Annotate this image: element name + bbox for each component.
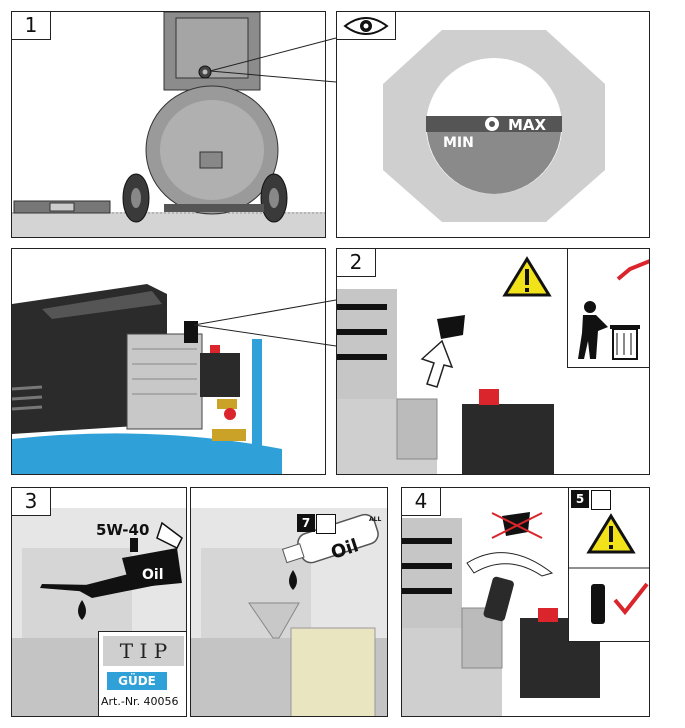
eye-icon — [343, 17, 389, 35]
funnel-fill-illustration — [191, 508, 387, 716]
oil-grade-label: 5W-40 — [96, 521, 150, 539]
step1-panel: 1 — [11, 11, 326, 238]
sight-glass-detail-panel: MAX MIN — [336, 11, 650, 238]
compressor-front-illustration — [12, 12, 325, 237]
step4-side-box: 5 — [568, 488, 649, 642]
step3-panel: 3 5W-40 Oil T I P GÜDE Art.-Nr. 40056 — [11, 487, 187, 717]
oil-cap-removal-illustration — [337, 256, 554, 474]
sight-glass-illustration — [383, 30, 605, 222]
warning-and-plug-icons — [569, 513, 649, 624]
oil-can-label: Oil — [142, 567, 164, 583]
oil-bottle-scale: ALL — [369, 516, 382, 523]
compressor-side-illustration — [12, 284, 282, 474]
step-number: 4 — [402, 488, 441, 516]
step-ref-badge: 7 — [297, 514, 315, 532]
max-label: MAX — [508, 116, 547, 134]
step4-panel: 4 5 — [401, 487, 650, 717]
eye-icon-box — [337, 12, 396, 40]
oil-scale-icon — [316, 514, 336, 534]
gude-logo: GÜDE — [107, 672, 167, 690]
step-number: 1 — [12, 12, 51, 40]
oil-scale-icon — [591, 490, 611, 510]
step2-panel: 2 — [336, 248, 650, 475]
min-label: MIN — [443, 135, 474, 151]
tip-title: T I P — [103, 636, 184, 666]
article-number: Art.-Nr. 40056 — [101, 695, 179, 708]
step-number: 3 — [12, 488, 51, 516]
step-ref-badge: 5 — [571, 490, 589, 508]
disposal-icon — [578, 259, 649, 360]
step-number: 2 — [337, 249, 376, 277]
tip-box: T I P GÜDE Art.-Nr. 40056 — [98, 631, 186, 716]
compressor-side-panel — [11, 248, 326, 475]
step3b-panel: 7 ALL Oil — [190, 487, 388, 717]
disposal-box — [567, 249, 649, 368]
